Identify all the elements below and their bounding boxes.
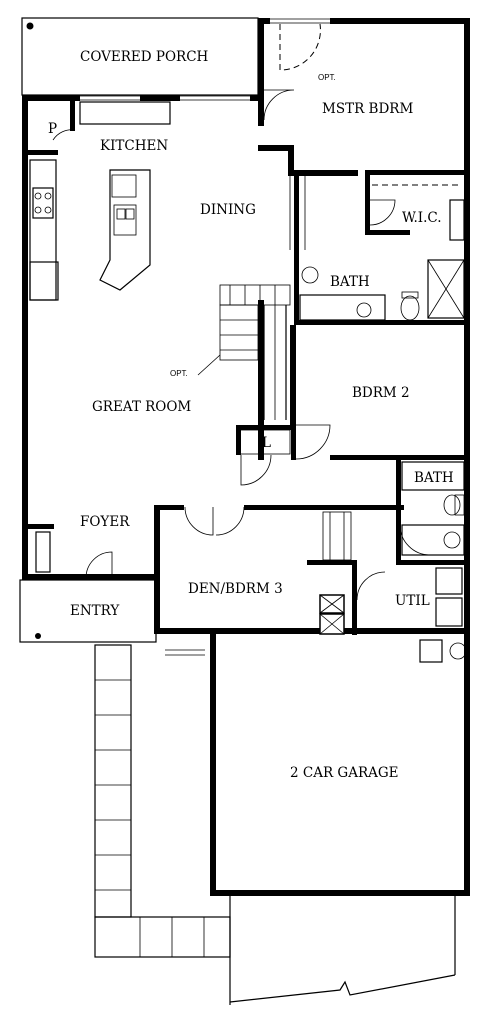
label-den: DEN/BDRM 3 xyxy=(188,581,283,597)
label-entry: ENTRY xyxy=(70,603,120,619)
doors xyxy=(52,23,431,601)
label-garage: 2 CAR GARAGE xyxy=(290,765,399,781)
label-kitchen: KITCHEN xyxy=(100,138,168,154)
label-great-room: GREAT ROOM xyxy=(92,399,191,415)
label-opt-stair: OPT. xyxy=(170,369,188,378)
label-bath-master: BATH xyxy=(330,274,370,290)
bath2-fixtures xyxy=(401,461,465,556)
label-bath2: BATH xyxy=(414,470,454,486)
label-wic: W.I.C. xyxy=(402,210,442,226)
label-covered-porch: COVERED PORCH xyxy=(80,49,209,65)
stairs xyxy=(197,170,306,420)
covered-porch xyxy=(21,17,259,96)
label-foyer: FOYER xyxy=(80,514,130,530)
windows xyxy=(22,18,470,656)
label-util: UTIL xyxy=(395,593,430,609)
interior-walls xyxy=(28,101,470,635)
master-bath-fixtures xyxy=(299,184,465,321)
label-pantry: P xyxy=(48,121,57,137)
label-opt-master: OPT. xyxy=(318,73,336,82)
label-mstr-bdrm: MSTR BDRM xyxy=(322,101,413,117)
label-bdrm2: BDRM 2 xyxy=(352,385,410,401)
kitchen-fixtures xyxy=(29,101,171,301)
label-laundry: L xyxy=(262,435,271,451)
label-dining: DINING xyxy=(200,202,256,218)
site-features xyxy=(19,579,470,1005)
room-labels: COVERED PORCH OPT. MSTR BDRM P KITCHEN D… xyxy=(48,49,454,781)
util-fixtures xyxy=(35,429,467,663)
